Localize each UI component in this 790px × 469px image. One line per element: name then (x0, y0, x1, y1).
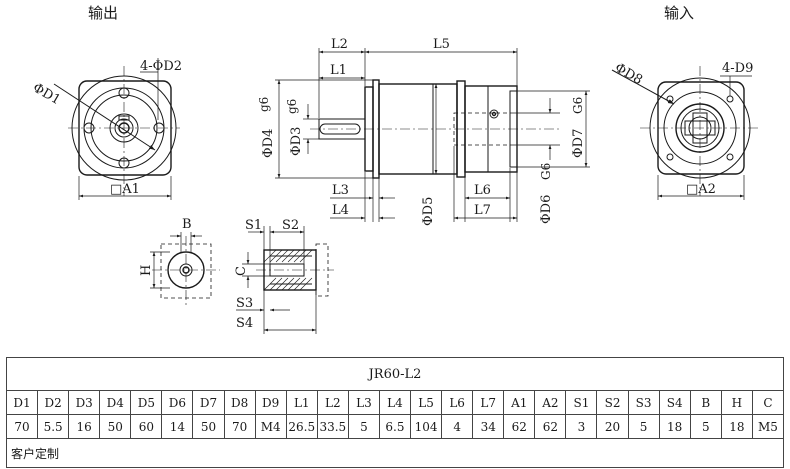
custom-note: 客户定制 (6, 438, 784, 468)
table-header-cell: L1 (285, 390, 318, 415)
table-title-row: JR60-L2 (6, 357, 784, 391)
shaft-section-view (236, 226, 334, 334)
output-view-label: 输出 (88, 4, 118, 22)
dim-h: H (139, 265, 154, 276)
table-value-cell: 5 (627, 414, 660, 439)
table-header-cell: D2 (37, 390, 70, 415)
table-value-cell: 50 (192, 414, 225, 439)
shaft-end-view (150, 232, 220, 306)
dim-d5: ΦD5 (421, 197, 436, 226)
gearbox-side-view (310, 79, 560, 179)
table-header-cell: L6 (441, 390, 474, 415)
table-value-cell: 18 (658, 414, 691, 439)
table-header-cell: L7 (472, 390, 505, 415)
table-value-cell: M4 (254, 414, 287, 439)
table-header-cell: D4 (99, 390, 132, 415)
technical-drawing: 输出 ΦD1 4-ΦD2 □A1 (30, 4, 760, 334)
dim-l5: L5 (433, 37, 450, 52)
table-header-cell: S4 (658, 390, 691, 415)
dim-l1: L1 (330, 63, 347, 78)
dim-a1: □A1 (110, 182, 140, 197)
dim-d3: ΦD3 (289, 127, 304, 156)
input-view-label: 输入 (664, 4, 694, 22)
table-value-cell: M5 (751, 414, 785, 439)
table-value-cell: 16 (68, 414, 101, 439)
table-header-cell: L5 (410, 390, 443, 415)
dim-a2: □A2 (686, 182, 716, 197)
dim-d9: 4-D9 (722, 61, 753, 76)
model-title: JR60-L2 (6, 357, 784, 391)
table-value-cell: 60 (130, 414, 163, 439)
table-value-cell: 104 (410, 414, 443, 439)
table-value-cell: 5 (689, 414, 722, 439)
table-value-cell: 62 (534, 414, 567, 439)
output-flange-view (53, 66, 180, 196)
table-value-cell: 3 (565, 414, 598, 439)
dim-s2: S2 (282, 218, 299, 233)
dim-d4: ΦD4 (261, 129, 276, 158)
table-header-cell: L3 (347, 390, 380, 415)
table-header-cell: S3 (627, 390, 660, 415)
dim-l3: L3 (332, 183, 349, 198)
table-header-cell: D7 (192, 390, 225, 415)
dim-d1: ΦD1 (30, 80, 63, 108)
table-value-cell: 18 (720, 414, 753, 439)
dim-d4-tol: g6 (257, 97, 271, 112)
table-header-cell: D3 (68, 390, 101, 415)
dim-l2: L2 (331, 37, 348, 52)
table-value-cell: 6.5 (378, 414, 412, 439)
dim-s1: S1 (245, 218, 262, 233)
table-value-cell: 5.5 (37, 414, 70, 439)
dim-d8: ΦD8 (612, 60, 645, 88)
table-value-cell: 34 (472, 414, 505, 439)
dim-d2: 4-ΦD2 (140, 59, 182, 74)
table-header-cell: S1 (565, 390, 598, 415)
table-value-cell: 26.5 (285, 414, 318, 439)
table-header-cell: C (751, 390, 785, 415)
table-note-row: 客户定制 (6, 438, 784, 468)
table-header-cell: D9 (254, 390, 287, 415)
table-value-cell: 33.5 (316, 414, 349, 439)
dim-l7: L7 (474, 203, 491, 218)
dim-l6: L6 (474, 183, 491, 198)
dim-s4: S4 (236, 316, 253, 331)
table-header-cell: D6 (161, 390, 194, 415)
table-header-cell: B (689, 390, 722, 415)
dim-s3: S3 (236, 296, 253, 311)
table-header-cell: L4 (378, 390, 412, 415)
dim-l4: L4 (332, 203, 349, 218)
table-header-cell: S2 (596, 390, 629, 415)
dim-d6-tol: G6 (539, 163, 553, 180)
table-value-cell: 62 (503, 414, 536, 439)
table-header-cell: D8 (223, 390, 256, 415)
table-header-cell: H (720, 390, 753, 415)
table-value-cell: 20 (596, 414, 629, 439)
dim-d6: ΦD6 (539, 195, 554, 224)
table-value-cell: 70 (5, 414, 39, 439)
table-value-cell: 4 (441, 414, 474, 439)
table-header-cell: A1 (503, 390, 536, 415)
table-header-cell: A2 (534, 390, 567, 415)
dim-b: B (182, 217, 192, 232)
dim-d7: ΦD7 (571, 129, 586, 158)
dim-c: C (234, 266, 249, 276)
table-header-cell: D5 (130, 390, 163, 415)
dim-d7-tol: G6 (571, 97, 585, 114)
table-value-cell: 5 (347, 414, 380, 439)
table-value-cell: 50 (99, 414, 132, 439)
table-header-cell: L2 (316, 390, 349, 415)
table-value-cell: 70 (223, 414, 256, 439)
table-header-cell: D1 (5, 390, 39, 415)
input-flange-view (611, 66, 760, 196)
table-value-cell: 14 (161, 414, 194, 439)
dim-d3-tol: g6 (285, 99, 299, 114)
